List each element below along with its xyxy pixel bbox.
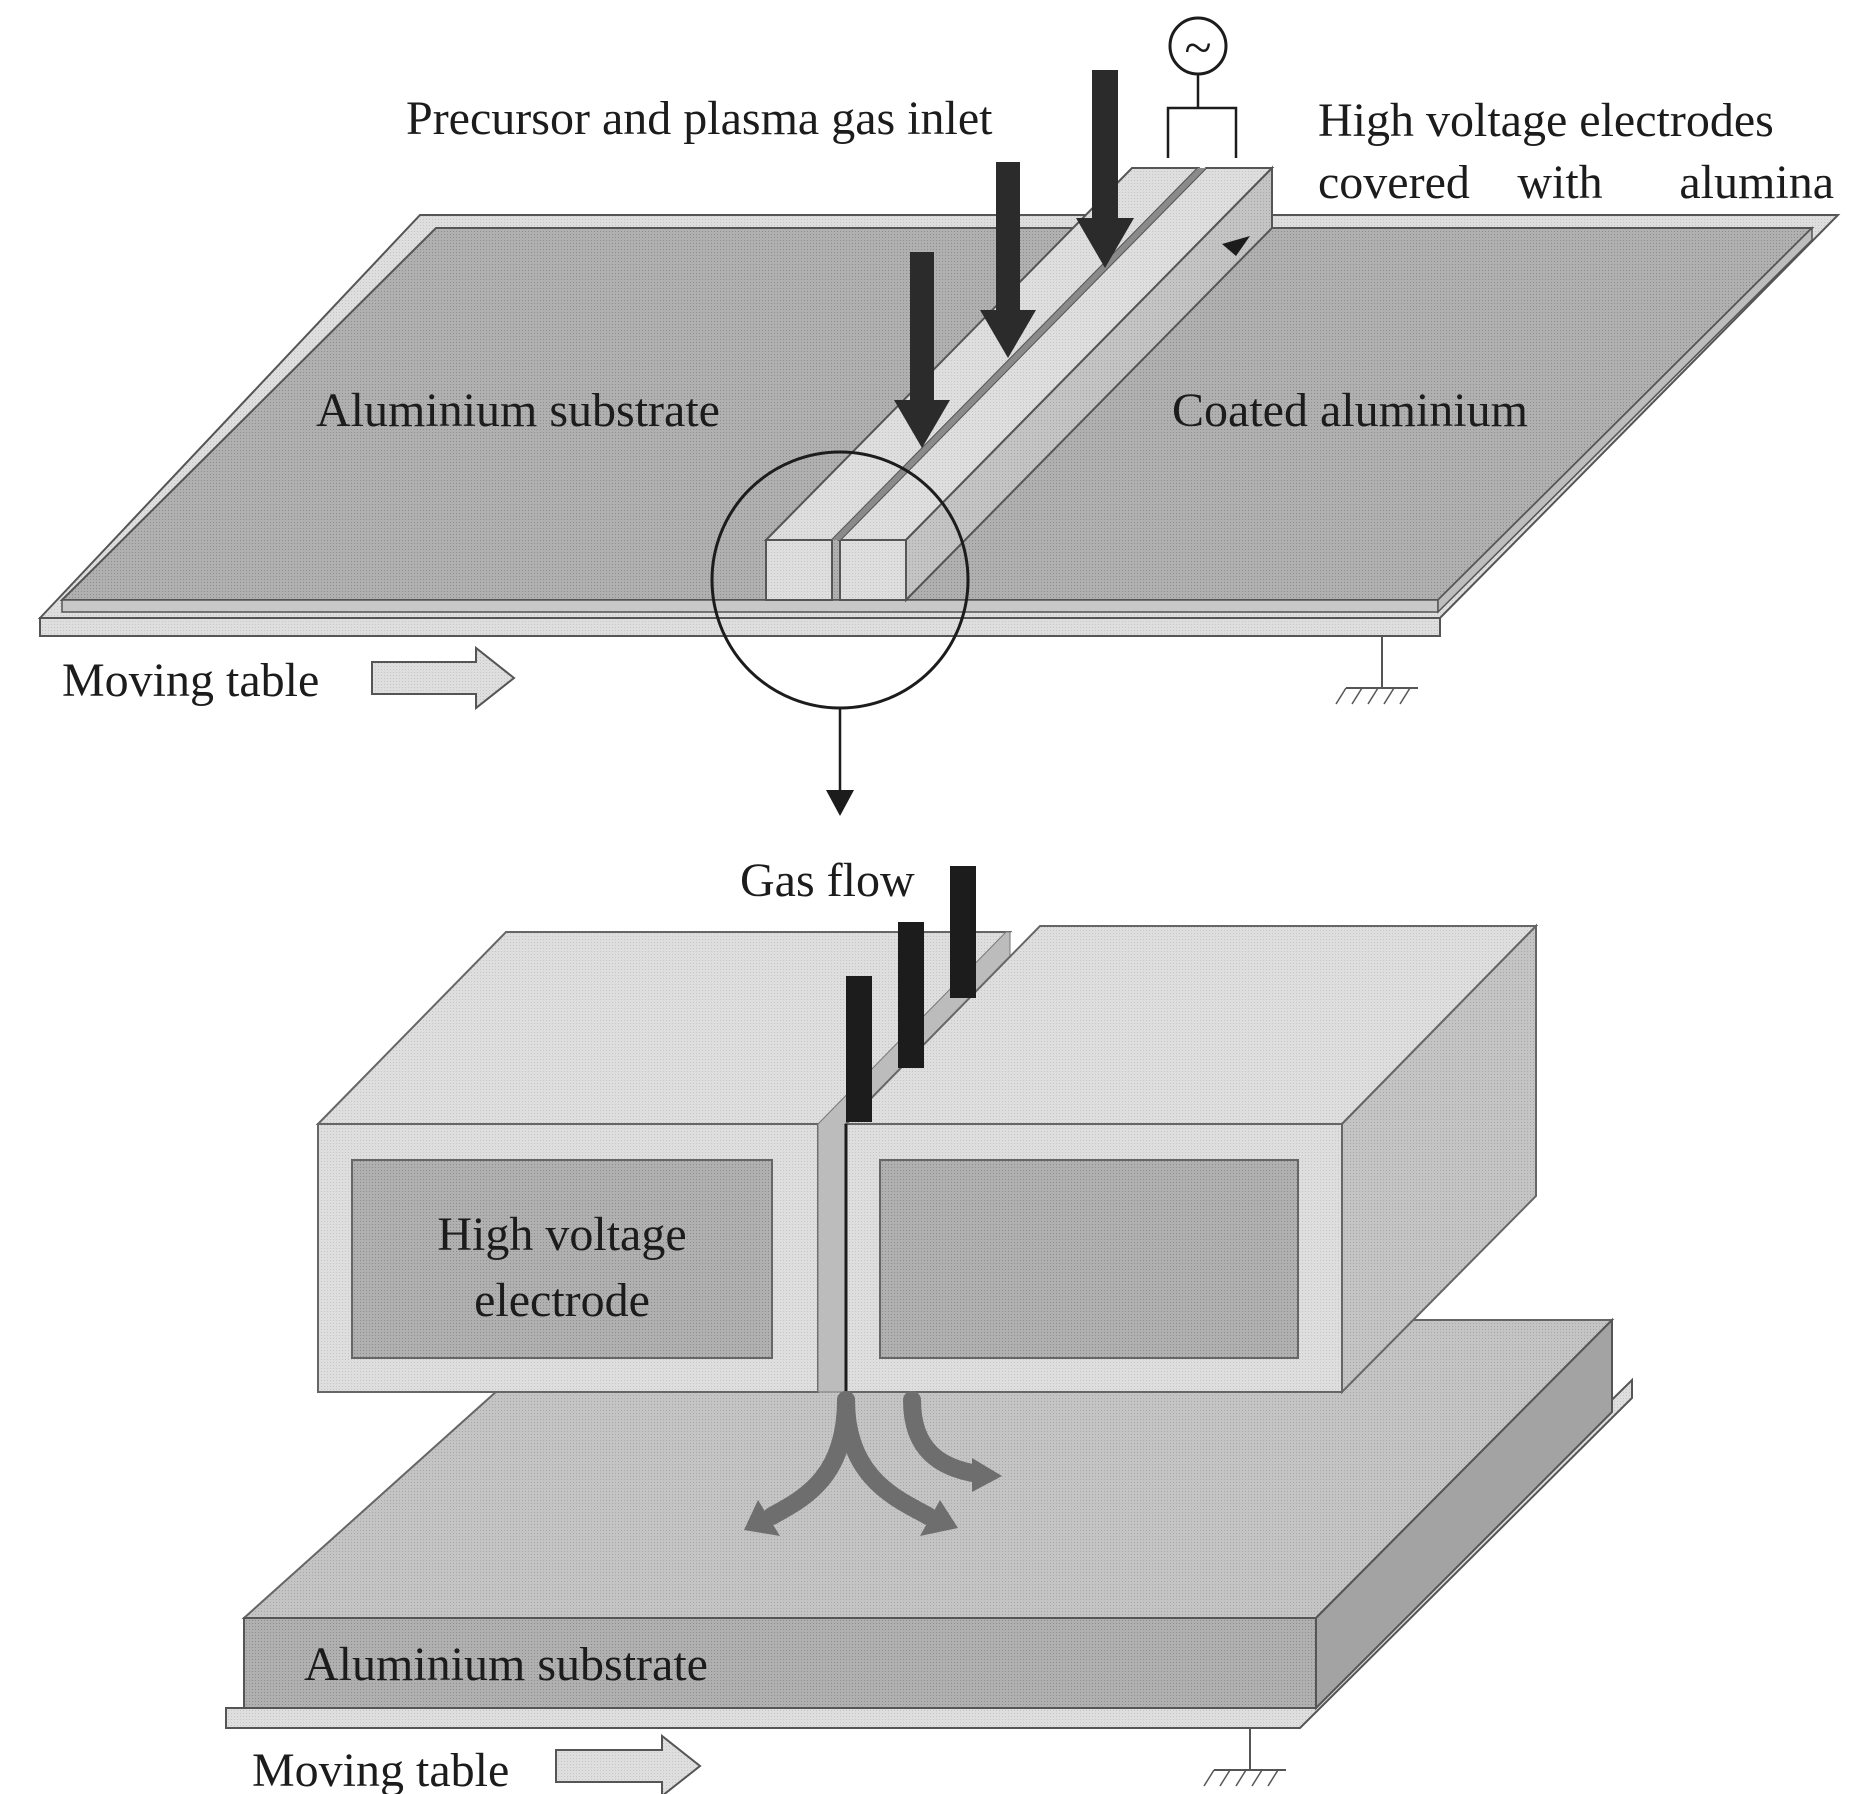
label-hv-electrode-line1: High voltage (437, 1208, 686, 1261)
left-electrode-box (315, 931, 1013, 1393)
substrate-right-edge (1437, 226, 1813, 614)
label-hv-electrode-line2: electrode (474, 1274, 650, 1327)
top-illustration: ~ Precursor and plasma gas inlet High vo… (37, 16, 1841, 816)
label-hv-electrodes-alumina: alumina (1679, 156, 1834, 209)
ground-icon-top (1335, 636, 1418, 705)
moving-table-top (39, 617, 1441, 637)
ground-icon-bottom (1203, 1728, 1286, 1787)
label-coated-aluminium: Coated aluminium (1172, 384, 1528, 437)
gas-flow-bars (844, 866, 976, 1440)
aluminium-substrate-block-side (1315, 1317, 1613, 1711)
label-hv-electrodes-line1: High voltage electrodes (1318, 94, 1774, 147)
gas-diffusion-arrowheads (744, 1458, 1002, 1536)
gas-inlet-arrows (894, 70, 1134, 448)
electrode-inner-panel-left (351, 1159, 773, 1359)
label-moving-table-top: Moving table (62, 654, 319, 707)
substrate-front-edge (61, 599, 1439, 613)
ac-symbol: ~ (1184, 19, 1211, 75)
pointer-arrowhead (1222, 236, 1250, 256)
label-precursor-inlet: Precursor and plasma gas inlet (406, 92, 993, 145)
label-hv-electrodes-covered: covered (1318, 156, 1470, 209)
label-aluminium-substrate-bottom: Aluminium substrate (304, 1638, 708, 1691)
moving-table-arrow-bottom (555, 1733, 702, 1794)
label-aluminium-substrate-top: Aluminium substrate (316, 384, 720, 437)
label-moving-table-bottom: Moving table (252, 1744, 509, 1794)
right-electrode-box (843, 923, 1539, 1395)
ac-source: ~ (1166, 16, 1238, 158)
label-hv-electrodes-with: with (1517, 156, 1602, 209)
bottom-illustration: Gas flow High voltage electrode Aluminiu… (225, 854, 1633, 1794)
gas-diffusion-arrows (763, 1391, 987, 1525)
electrode-bars (763, 165, 1275, 603)
magnifier-pointer-arrowhead (826, 790, 854, 816)
electrode-inner-panel-right (879, 1159, 1299, 1359)
moving-table-arrow-top (371, 645, 516, 711)
label-gas-flow: Gas flow (740, 854, 915, 907)
